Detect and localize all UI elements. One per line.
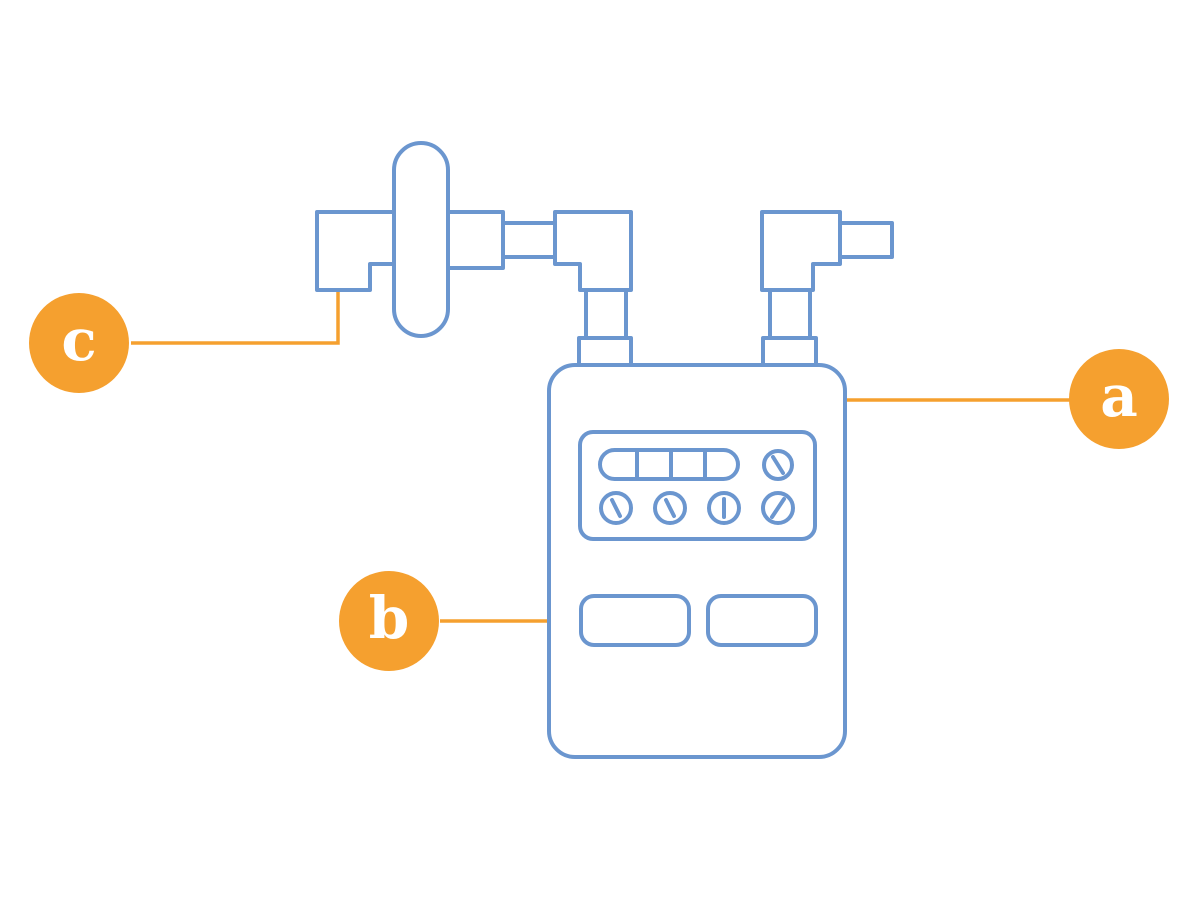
callout-b: b <box>339 571 439 671</box>
elbow-connector-center <box>553 210 633 292</box>
pipe-vertical-right <box>768 288 812 340</box>
port-collar-left <box>577 336 633 368</box>
leader-line-c <box>131 290 340 345</box>
callout-c-circle <box>29 293 129 393</box>
knob-bottom-3 <box>707 491 741 525</box>
tubing-assembly-right <box>760 210 894 368</box>
callout-b-label: b <box>369 584 410 652</box>
knob-top-right <box>762 449 794 481</box>
pipe-stub-right-of-filter <box>445 210 505 270</box>
port-collar-right <box>761 336 818 368</box>
tubing-assembly-left <box>315 141 633 368</box>
pipe-horizontal-middle <box>501 221 557 259</box>
knob-bottom-2 <box>653 491 687 525</box>
filter-capsule <box>392 141 450 338</box>
knob-bottom-4 <box>761 491 795 525</box>
knob-bottom-1 <box>599 491 633 525</box>
callout-a-label: a <box>1100 362 1138 430</box>
device-button-left <box>579 594 691 647</box>
pipe-vertical-left <box>584 288 628 340</box>
device-body <box>547 363 847 759</box>
elbow-connector-left <box>315 210 402 292</box>
callout-a: a <box>1069 349 1169 449</box>
device-button-right <box>706 594 818 647</box>
callout-c-label: c <box>61 306 96 374</box>
elbow-connector-right <box>760 210 842 292</box>
pipe-horizontal-right-outlet <box>838 221 894 259</box>
callout-c: c <box>29 293 129 393</box>
control-panel <box>578 430 817 541</box>
callout-b-circle <box>339 571 439 671</box>
callout-a-circle <box>1069 349 1169 449</box>
